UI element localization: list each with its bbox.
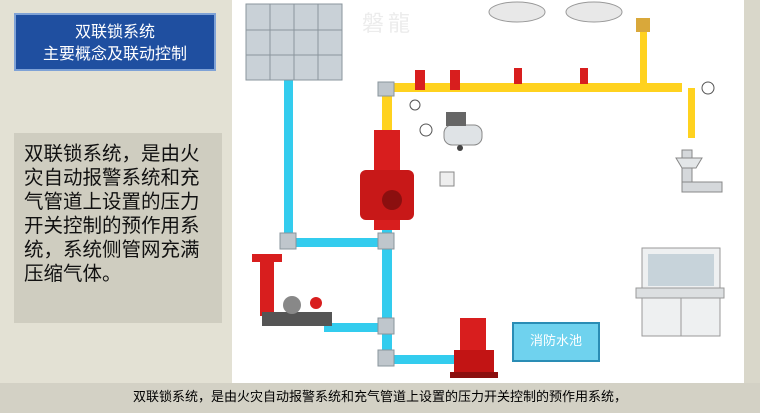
water-tank-icon xyxy=(245,3,343,81)
description-box: 双联锁系统，是由火灾自动报警系统和充气管道上设置的压力开关控制的预作用系统，系统… xyxy=(14,133,222,323)
air-pipes xyxy=(382,30,695,138)
watermark: 磐龍 xyxy=(362,12,415,37)
smoke-detector-icon xyxy=(488,1,623,23)
description-text: 双联锁系统，是由火灾自动报警系统和充气管道上设置的压力开关控制的预作用系统，系统… xyxy=(24,142,200,285)
deluge-valve-icon xyxy=(360,130,414,230)
fire-water-pool: 消防水池 xyxy=(512,322,600,362)
diagram-svg xyxy=(245,1,725,378)
fire-pump-icon xyxy=(450,318,498,378)
test-drain-icon xyxy=(675,149,723,193)
sprinkler-icon xyxy=(514,18,650,84)
air-valve-icon xyxy=(415,70,460,90)
left-panel: 双联锁系统 主要概念及联动控制 双联锁系统，是由火灾自动报警系统和充气管道上设置… xyxy=(0,0,232,383)
subtitle-bar: 双联锁系统，是由火灾自动报警系统和充气管道上设置的压力开关控制的预作用系统， xyxy=(0,383,760,413)
pipe-elbow-icon xyxy=(279,81,395,367)
system-diagram: 磐龍 xyxy=(232,0,744,383)
title-line-1: 双联锁系统 xyxy=(74,22,155,41)
title-line-2: 主要概念及联动控制 xyxy=(42,44,187,63)
pressure-gauge-icon xyxy=(409,81,715,187)
hydrant-icon xyxy=(252,254,332,326)
control-cabinet-icon xyxy=(635,247,725,337)
air-compressor-icon xyxy=(443,112,483,151)
slide-title: 双联锁系统 主要概念及联动控制 xyxy=(14,13,216,71)
